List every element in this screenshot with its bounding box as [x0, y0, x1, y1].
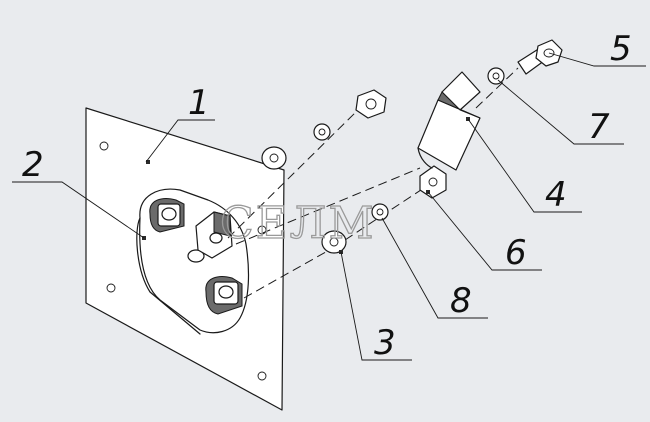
- contact-plate: [417, 71, 481, 171]
- flat-washer: [321, 230, 347, 254]
- plate-hole: [257, 371, 267, 381]
- center-bracket: [195, 211, 233, 259]
- plate-hole: [257, 225, 267, 235]
- callout-6: 6: [505, 233, 527, 273]
- callout-5: 5: [610, 29, 632, 69]
- callout-4: 4: [545, 175, 567, 215]
- leader-lines: [12, 52, 646, 361]
- callout-7: 7: [588, 107, 610, 147]
- callout-2: 2: [22, 145, 44, 185]
- upper-fasteners: [261, 89, 387, 170]
- plate-hole: [106, 283, 116, 293]
- plate-hole: [99, 141, 109, 151]
- square-nut: [419, 165, 447, 199]
- hex-bolt: [517, 39, 563, 75]
- watermark: СЕЛМ: [220, 198, 376, 249]
- callout-3: 3: [374, 323, 396, 363]
- callout-8: 8: [450, 281, 472, 321]
- callout-1: 1: [188, 83, 210, 123]
- callout-labels: 1 2 3 4 5 6 7 8: [22, 29, 632, 363]
- small-washer: [487, 67, 505, 85]
- lock-washer: [371, 203, 389, 221]
